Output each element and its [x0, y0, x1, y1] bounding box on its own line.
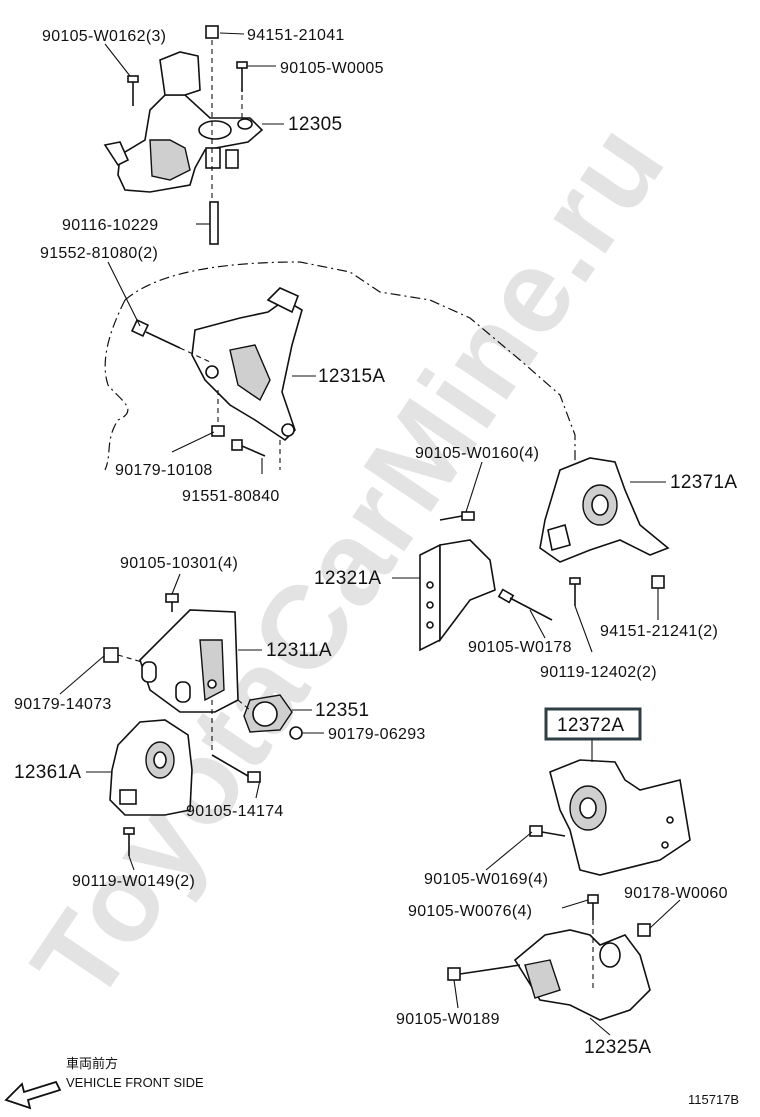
bolt-icon [497, 588, 553, 621]
label-p9: 91551-80840 [182, 488, 280, 505]
bolt-icon [447, 964, 521, 981]
bolt-icon [569, 577, 581, 606]
label-p3: 90105-W0005 [280, 60, 384, 77]
mount-12361A [109, 719, 193, 816]
direction-label-jp: 車両前方 [66, 1056, 118, 1071]
mount-12372A [549, 759, 691, 876]
bolt-icon [529, 825, 566, 837]
label-p23: 90119-W0149(2) [72, 873, 195, 890]
nut-icon [651, 575, 665, 589]
nut-icon [289, 726, 303, 740]
label-p8: 90179-10108 [115, 462, 213, 479]
label-p17: 12311A [266, 640, 332, 661]
label-p26: 90178-W0060 [624, 885, 728, 902]
mount-12325A [513, 929, 651, 1021]
nut-icon [103, 647, 119, 663]
bushing-12351 [243, 694, 293, 733]
bolt-icon [165, 593, 179, 612]
label-p14: 94151-21241(2) [600, 623, 718, 640]
bracket-12311A [139, 609, 239, 713]
label-p20: 90179-06293 [328, 726, 426, 743]
bolt-icon [587, 894, 599, 920]
label-p18: 90179-14073 [14, 696, 112, 713]
label-p28: 90105-W0189 [396, 1011, 500, 1028]
mount-12305 [103, 51, 264, 193]
label-p21: 12361A [14, 762, 81, 783]
nut-icon [205, 25, 219, 39]
label-p16: 90105-10301(4) [120, 555, 238, 572]
label-p12: 12321A [314, 568, 381, 589]
bolt-icon [236, 61, 248, 92]
leader-lines [59, 32, 681, 1036]
bolt-icon [231, 439, 266, 457]
engine-outline [104, 261, 600, 471]
bolt-icon [439, 511, 475, 521]
label-p6: 91552-81080(2) [40, 245, 158, 262]
label-p11: 12371A [670, 472, 737, 493]
nut-icon [211, 425, 225, 437]
nut-icon [637, 923, 651, 937]
label-p15: 90119-12402(2) [540, 664, 657, 681]
label-p19: 12351 [315, 700, 369, 721]
label-p1: 90105-W0162(3) [42, 28, 166, 45]
diagram-code: 115717B [688, 1092, 739, 1107]
arrow-down-left-icon [4, 1080, 62, 1110]
mount-12371A [539, 457, 670, 563]
label-p24: 12372A [557, 715, 624, 736]
label-p29: 12325A [584, 1037, 651, 1058]
label-p27: 90105-W0076(4) [408, 903, 532, 920]
bracket-12321A [419, 539, 496, 652]
bracket-12315A [191, 287, 303, 442]
label-p25: 90105-W0169(4) [424, 871, 548, 888]
bolt-icon [123, 827, 135, 856]
label-p5: 90116-10229 [62, 217, 158, 234]
bolt-icon [211, 754, 261, 783]
label-p10: 90105-W0160(4) [415, 445, 539, 462]
label-p2: 94151-21041 [247, 27, 345, 44]
bolt-icon [130, 318, 181, 349]
label-p4: 12305 [288, 114, 342, 135]
stud-icon [209, 201, 219, 245]
direction-label-en: VEHICLE FRONT SIDE [66, 1075, 204, 1090]
label-p22: 90105-14174 [186, 803, 284, 820]
highlight-box [544, 707, 642, 741]
bolt-icon [127, 75, 139, 106]
label-p7: 12315A [318, 366, 385, 387]
label-p13: 90105-W0178 [468, 639, 572, 656]
